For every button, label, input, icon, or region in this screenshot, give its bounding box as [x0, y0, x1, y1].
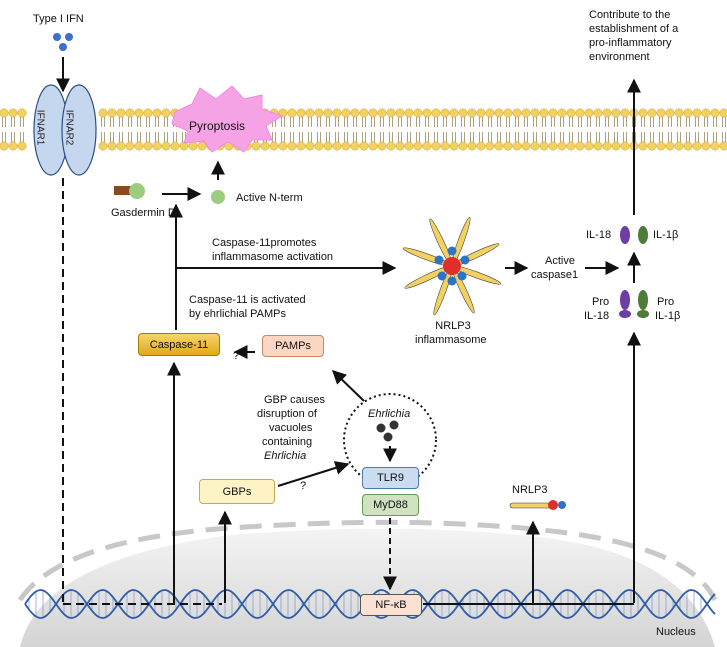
- gasdermin-d-shape: [114, 186, 132, 195]
- pro-il18: [619, 290, 631, 318]
- ehrlichia-label: Ehrlichia: [368, 408, 411, 420]
- ehrlichia-vacuole: [343, 393, 437, 487]
- pro-il18-line-2: IL-18: [584, 310, 610, 322]
- nlrp3-inflammasome-line-2: inflammasome: [415, 334, 487, 346]
- contribute-line-3: pro-inflammatory: [589, 37, 672, 49]
- type-i-ifn-label: Type I IFN: [33, 13, 84, 25]
- pro-il1b-line-1: Pro: [657, 296, 675, 308]
- caspase11-box: Caspase-11: [138, 333, 220, 356]
- nlrp3-label: NRLP3: [512, 484, 548, 496]
- pro-il18-line-1: Pro: [592, 296, 610, 308]
- pyroptosis-label: Pyroptosis: [189, 119, 246, 133]
- tlr9-box: TLR9: [362, 467, 419, 489]
- active-caspase1-line-2: caspase1: [531, 269, 579, 281]
- caspase11-activated-line-2: by ehrlichial PAMPs: [189, 308, 286, 320]
- caspase11-promotes-line-1: Caspase-11promotes: [212, 237, 317, 249]
- pamps-box: PAMPs: [262, 335, 324, 357]
- pro-il1b: [637, 290, 649, 318]
- contribute-line-1: Contribute to the: [589, 9, 671, 21]
- gbp-causes-line-4: containing: [262, 436, 313, 448]
- gbp-causes-line-2: disruption of: [257, 408, 317, 420]
- nlrp3-molecule: [509, 500, 566, 510]
- myd88-box: MyD88: [362, 494, 419, 516]
- pro-il1b-line-2: IL-1β: [655, 310, 681, 322]
- contribute-line-2: establishment of a: [589, 23, 679, 35]
- active-nterm-shape: [211, 190, 225, 204]
- il1b-mature: [638, 226, 648, 244]
- contribute-line-4: environment: [589, 51, 650, 63]
- nlrp3-inflammasome-shape: [402, 216, 502, 316]
- type-i-ifn-molecule: [53, 33, 73, 51]
- gbp-causes-ehrlichia: Ehrlichia: [264, 450, 307, 462]
- pyroptosis-burst: [171, 85, 284, 153]
- caspase11-activated-line-1: Caspase-11 is activated: [189, 294, 306, 306]
- il18-mature: [620, 226, 630, 244]
- nlrp3-inflammasome-line-1: NRLP3: [435, 320, 471, 332]
- question-mark-2: ?: [300, 480, 307, 492]
- il18-label: IL-18: [586, 229, 612, 241]
- ifnar-receptor: [33, 84, 97, 176]
- active-caspase1-line-1: Active: [545, 255, 575, 267]
- gasdermin-d-label: Gasdermin D: [111, 207, 176, 219]
- ifnar1-label: IFNAR1: [34, 109, 46, 146]
- caspase11-promotes-line-2: inflammasome activation: [212, 251, 334, 263]
- gbp-causes-line-3: vacuoles: [269, 422, 313, 434]
- gbps-box: GBPs: [199, 479, 275, 504]
- nfkb-box: NF-κB: [360, 594, 422, 616]
- ifnar2-label: IFNAR2: [63, 109, 75, 146]
- gbp-causes-line-1: GBP causes: [264, 394, 325, 406]
- nucleus-label: Nucleus: [656, 626, 696, 638]
- active-nterm-label: Active N-term: [236, 192, 303, 204]
- il1b-label: IL-1β: [653, 229, 679, 241]
- question-mark-1: ?: [233, 350, 240, 362]
- ehrlichia-bacteria: [376, 420, 399, 442]
